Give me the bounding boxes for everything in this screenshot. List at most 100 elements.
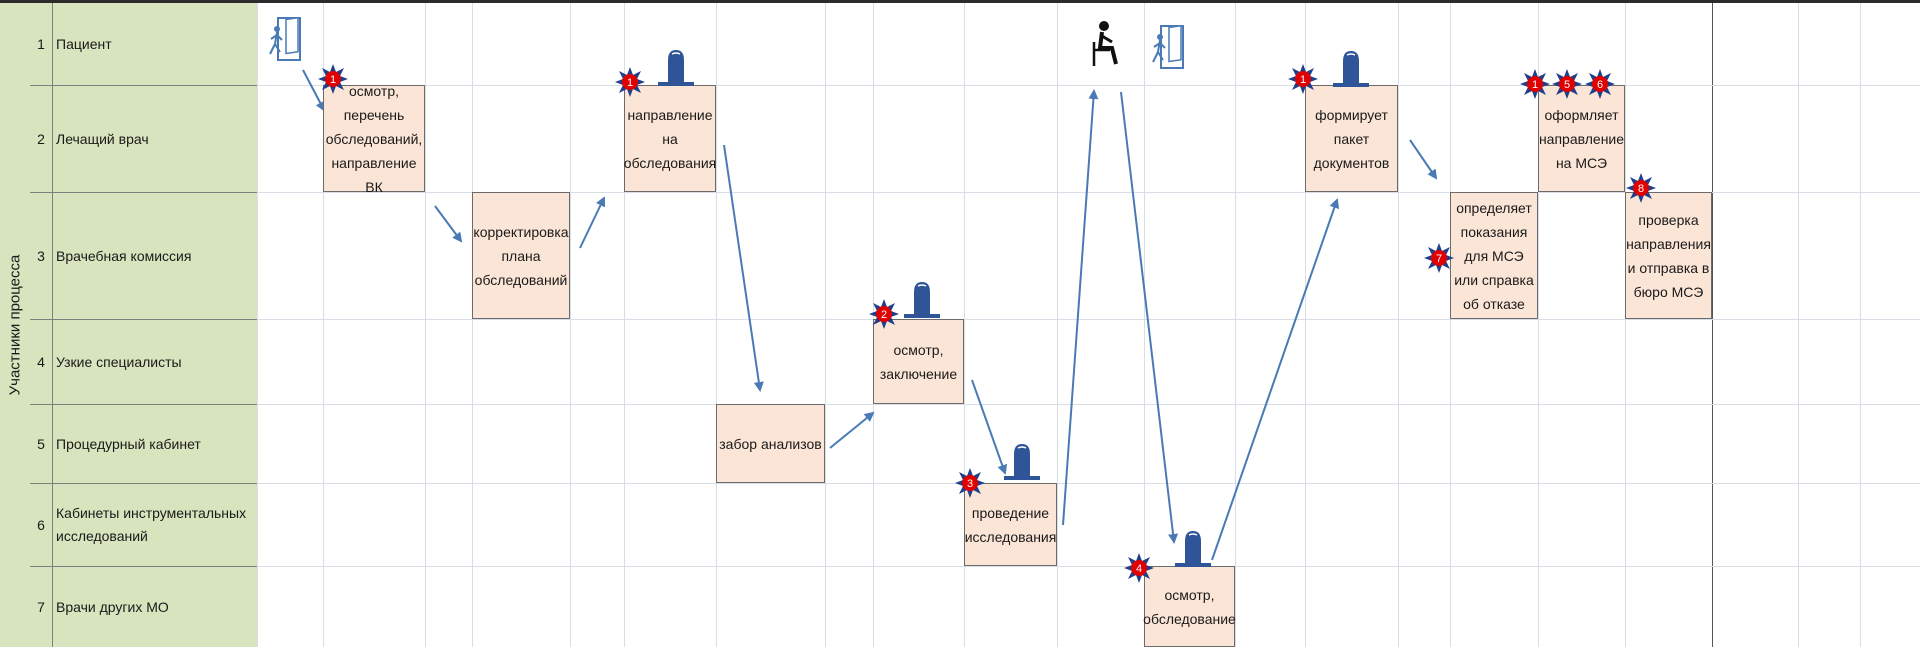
flow-arrow [1409,139,1438,180]
grid-line [716,3,717,647]
svg-text:6: 6 [1597,79,1603,91]
seated-person-icon [1092,21,1118,66]
lane-number: 2 [30,86,53,192]
door-exit-icon [269,16,301,61]
step-specialist-exam: осмотр, заключение [873,319,964,404]
attention-bell-icon [1175,531,1211,567]
flow-arrow [1211,198,1340,561]
step-number-badge: 7 [1424,243,1454,273]
lane-label: Лечащий врач [56,130,149,147]
top-border [0,0,1920,3]
flow-arrow [723,144,764,392]
step-number-badge: 8 [1626,173,1656,203]
grid-line [257,404,1920,405]
lane-number: 7 [30,567,53,647]
step-number-badge: 1 [1288,64,1318,94]
flow-arrow [971,379,1008,475]
grid-line [1398,3,1399,647]
lane-specialists: 4 Узкие специалисты [30,320,257,405]
lane-attending-doctor: 2 Лечащий врач [30,86,257,193]
lane-other-doctors: 7 Врачи других МО [30,567,257,647]
lane-label: Процедурный кабинет [56,435,201,452]
door-exit-icon [1152,24,1184,69]
lane-label: Врачебная комиссия [56,247,192,264]
grid-line [1538,3,1539,647]
svg-text:7: 7 [1436,253,1442,265]
step-sample-collection: забор анализов [716,404,825,483]
grid-line [425,3,426,647]
svg-text:2: 2 [881,309,887,321]
grid-line [257,566,1920,567]
svg-text:1: 1 [627,77,633,89]
attention-bell-icon [1004,444,1040,480]
step-number-badge: 6 [1585,69,1615,99]
grid-line [323,3,324,647]
grid-line [570,3,571,647]
grid-line [257,85,1920,86]
grid-line [257,3,258,647]
attention-bell-icon [658,50,694,86]
step-number-badge: 1 [318,64,348,94]
grid-line [1860,3,1861,647]
step-number-badge: 5 [1552,69,1582,99]
lane-instrumental-rooms: 6 Кабинеты инструментальных исследований [30,484,257,567]
grid-line [1625,3,1626,647]
grid-line [257,319,1920,320]
grid-line [472,3,473,647]
lane-number: 3 [30,193,53,319]
step-other-mo-exam: осмотр, обследование [1143,566,1236,647]
svg-text:1: 1 [1300,74,1306,86]
step-document-package: формирует пакет документов [1305,85,1398,192]
flow-arrow [302,69,325,112]
lane-procedure-room: 5 Процедурный кабинет [30,405,257,484]
step-initial-exam: осмотр, перечень обследований, направлен… [323,83,425,195]
step-mse-indications: определяет показания для МСЭ или справка… [1450,192,1538,319]
lane-number: 1 [30,3,53,85]
step-number-badge: 2 [869,299,899,329]
lane-label: Узкие специалисты [56,353,182,370]
grid-line [825,3,826,647]
svg-text:3: 3 [967,478,973,490]
lane-number: 4 [30,320,53,404]
lane-number: 5 [30,405,53,483]
lane-medical-commission: 3 Врачебная комиссия [30,193,257,320]
grid-line [1235,3,1236,647]
grid-line [1798,3,1799,647]
svg-text:1: 1 [1532,79,1538,91]
grid-line [964,3,965,647]
grid-line [257,192,1920,193]
grid-line [257,483,1920,484]
grid-line [1305,3,1306,647]
step-number-badge: 4 [1124,553,1154,583]
step-mse-referral: оформляет направление на МСЭ [1538,85,1625,192]
svg-text:1: 1 [330,74,336,86]
svg-text:8: 8 [1638,183,1644,195]
flow-arrow [1062,89,1099,526]
grid-line [624,3,625,647]
flow-arrow [434,205,463,243]
step-referral-tests: направление на обследования [624,85,716,192]
grid-line [1057,3,1058,647]
attention-bell-icon [1333,51,1369,87]
lane-label: Врачи других МО [56,598,169,615]
lane-patient: 1 Пациент [30,3,257,86]
step-number-badge: 3 [955,468,985,498]
flow-arrow [579,196,606,249]
grid-line [1144,3,1145,647]
lane-label: Кабинеты инструментальных исследований [56,505,247,544]
grid-line [1712,3,1713,647]
lane-label: Пациент [56,35,112,52]
step-plan-correction: корректировка плана обследований [472,192,570,319]
grid-line [1450,3,1451,647]
svg-text:4: 4 [1136,563,1142,575]
flow-arrow [829,411,875,449]
svg-text:5: 5 [1564,79,1570,91]
step-number-badge: 1 [1520,69,1550,99]
attention-bell-icon [904,282,940,318]
lane-number: 6 [30,484,53,566]
flow-arrow [1120,91,1179,544]
step-instrumental-study: проведение исследования [964,483,1057,566]
step-number-badge: 1 [615,67,645,97]
step-referral-check: проверка направления и отправка в бюро М… [1625,192,1712,319]
